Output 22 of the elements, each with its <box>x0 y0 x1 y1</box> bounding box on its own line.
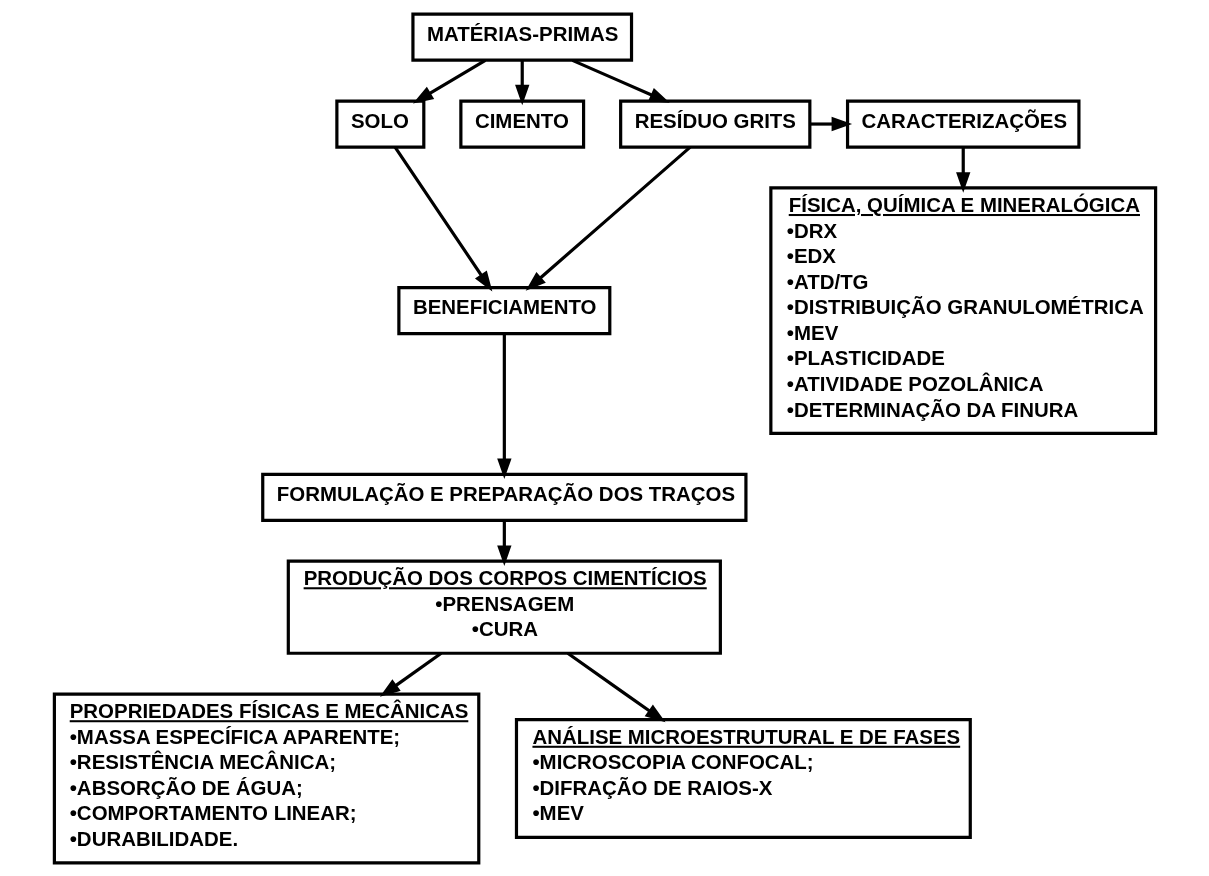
node-box: SOLO <box>334 98 425 149</box>
arrow <box>496 520 511 566</box>
node-box: PRODUÇÃO DOS CORPOS CIMENTÍCIOS •PRENSAGEM •CURA <box>286 559 722 655</box>
node-box: MATÉRIAS-PRIMAS <box>410 12 633 62</box>
arrow <box>514 60 529 105</box>
arrow <box>412 58 486 103</box>
node-box: PROPRIEDADES FÍSICAS E MECÂNICAS •MASSA ESPECÍFICA APARENTE; •RESISTÊNCIA MECÂNICA; •ABSORÇÃO DE ÁGUA; •COMPORTAMENTO LINEAR; •DURABILIDADE. <box>52 692 480 864</box>
arrow <box>566 651 666 722</box>
node-box: FORMULAÇÃO E PREPARAÇÃO DOS TRAÇOS <box>260 472 748 522</box>
node-box: CARACTERIZAÇÕES <box>845 98 1080 149</box>
node-box: RESÍDUO GRITS <box>618 98 811 149</box>
arrow <box>496 333 511 479</box>
node-box: ANÁLISE MICROESTRUTURAL E DE FASES •MICROSCOPIA CONFOCAL; •DIFRAÇÃO DE RAIOS-X •MEV <box>514 717 972 839</box>
arrow <box>525 145 691 291</box>
arrow <box>393 145 492 292</box>
arrow <box>955 146 970 193</box>
node-box: BENEFICIAMENTO <box>396 285 611 335</box>
node-box: CIMENTO <box>458 98 585 149</box>
arrow <box>379 651 442 697</box>
node-box: FÍSICA, QUÍMICA E MINERALÓGICA •DRX •EDX •ATD/TG •DISTRIBUIÇÃO GRANULOMÉTRICA •MEV •PLASTICIDADE •ATIVIDADE POZOLÂNICA •DETERMINAÇÃO DA FINURA <box>768 185 1157 435</box>
arrow <box>571 58 670 103</box>
arrow <box>809 116 852 131</box>
